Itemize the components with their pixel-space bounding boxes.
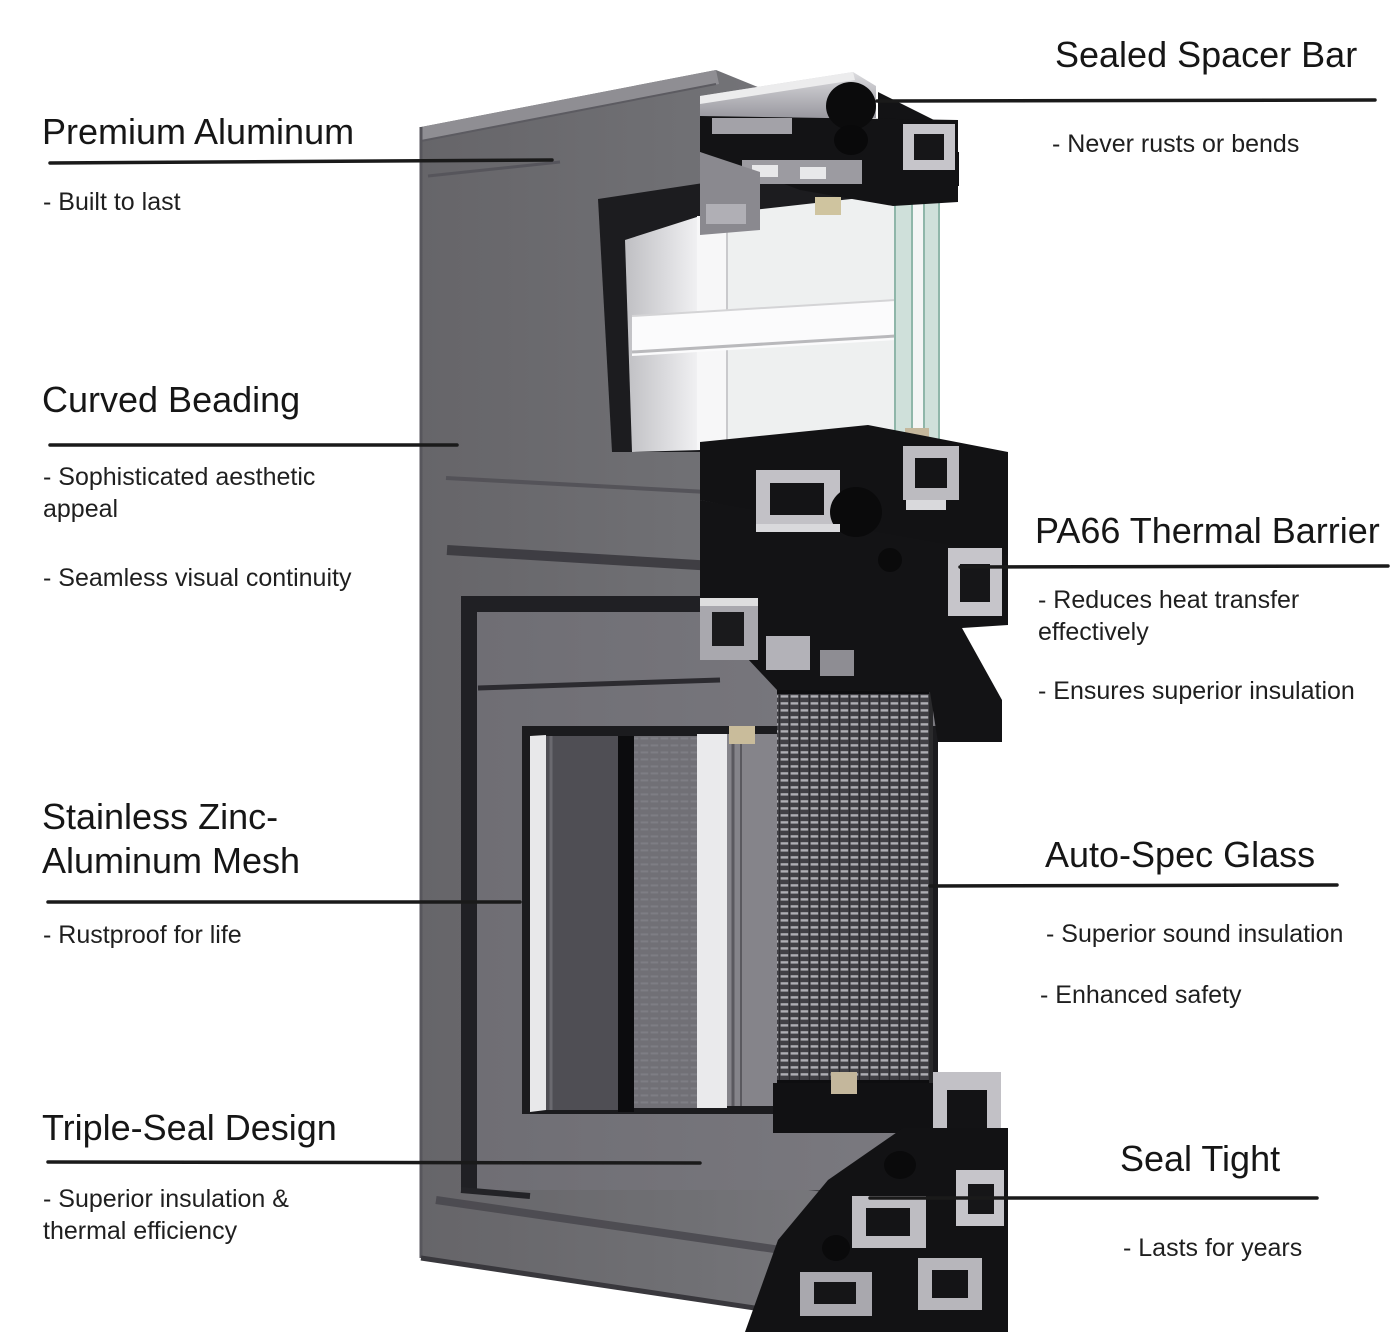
callout-note-rustproof: - Rustproof for life — [43, 921, 242, 949]
callout-title-curved-beading: Curved Beading — [42, 379, 301, 420]
gasket-bulb-top — [826, 82, 876, 130]
callout-note-superior-insulation: - Superior insulation & thermal efficien… — [43, 1185, 289, 1245]
callout-title-sealed-spacer-bar: Sealed Spacer Bar — [1055, 34, 1358, 75]
callout-note-visual-continuity: - Seamless visual continuity — [43, 564, 352, 592]
leader-sealed-spacer-bar — [875, 98, 1377, 103]
glass-pane-inner — [923, 187, 940, 451]
callout-note-ensures-insulation: - Ensures superior insulation — [1038, 677, 1355, 705]
lower-window-opening — [522, 684, 938, 1114]
callout-note-built-to-last: - Built to last — [43, 188, 181, 216]
leader-auto-spec-glass — [928, 883, 1339, 888]
glass-air-gap — [912, 190, 924, 448]
transom-profile-pa66-thermal-barrier — [700, 425, 1008, 742]
callout-title-premium-aluminum: Premium Aluminum — [42, 111, 355, 152]
callout-note-lasts-for-years: - Lasts for years — [1123, 1234, 1303, 1262]
top-glazing-unit — [598, 152, 959, 452]
leader-triple-seal-design — [46, 1160, 702, 1165]
callout-title-auto-spec-glass: Auto-Spec Glass — [1045, 834, 1316, 875]
leader-pa66-thermal-barrier — [958, 564, 1390, 569]
callout-title-triple-seal: Triple-Seal Design — [42, 1107, 337, 1148]
callout-note-aesthetic-appeal: - Sophisticated aesthetic appeal — [43, 463, 316, 523]
callout-title-pa66-thermal-barrier: PA66 Thermal Barrier — [1035, 510, 1380, 551]
insect-mesh-screen — [777, 688, 933, 1090]
glass-pane-outer — [894, 189, 913, 449]
callout-title-stainless-mesh: Stainless Zinc-Aluminum Mesh — [42, 796, 301, 881]
top-frame-profile — [700, 72, 958, 235]
gasket-bulb-middle — [830, 487, 882, 537]
spacer-block-bottom — [831, 1072, 857, 1094]
bottom-frame-profile — [745, 1072, 1008, 1332]
leader-premium-aluminum — [48, 158, 554, 165]
callout-title-seal-tight: Seal Tight — [1120, 1138, 1281, 1179]
callout-note-sound-insulation: - Superior sound insulation — [1046, 920, 1344, 948]
callout-note-reduces-heat-transfer: - Reduces heat transfer effectively — [1038, 586, 1300, 646]
callout-note-never-rusts: - Never rusts or bends — [1052, 130, 1300, 158]
gasket-bulb-bottom — [884, 1151, 916, 1179]
callout-note-enhanced-safety: - Enhanced safety — [1040, 981, 1242, 1009]
leader-lines — [46, 98, 1390, 1200]
